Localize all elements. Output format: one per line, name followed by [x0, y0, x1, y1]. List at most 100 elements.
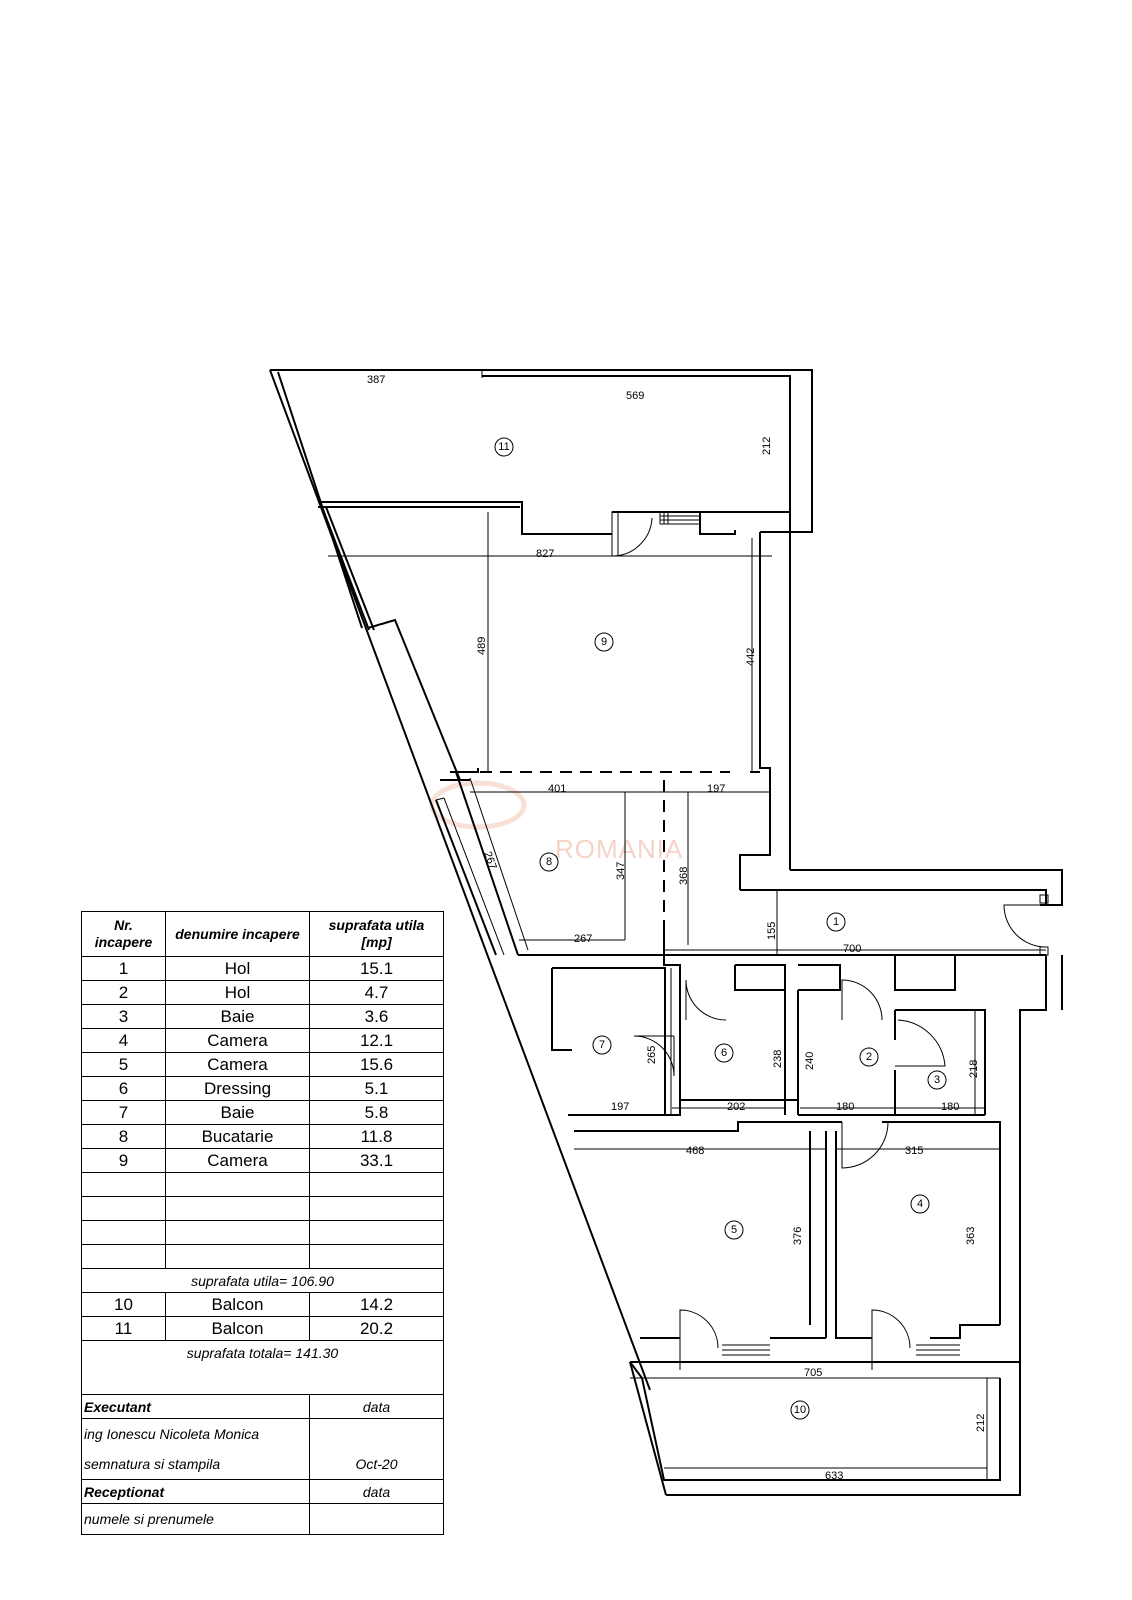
dimension-label: 633: [825, 1470, 843, 1482]
executant-label: Executant: [81, 1394, 310, 1419]
receptionat-row: Receptionat data: [81, 1479, 444, 1504]
table-row-empty: [81, 1244, 444, 1269]
wall: [629, 1361, 667, 1496]
room-area-table: Nr. incapere denumire incapere suprafata…: [81, 911, 444, 1535]
door-post: [1039, 894, 1049, 904]
room-area: 14.2: [309, 1292, 444, 1317]
room-5-4-walls: [574, 1131, 1020, 1496]
room-name: Bucatarie: [165, 1124, 310, 1149]
wall: [574, 1121, 842, 1132]
room-name: Hol: [165, 980, 310, 1005]
wall: [277, 371, 363, 629]
room-nr: 11: [81, 1316, 166, 1341]
wall: [552, 967, 666, 1116]
svg-text:5: 5: [731, 1224, 737, 1236]
wall: [882, 1121, 1001, 1325]
room-area: 15.6: [309, 1052, 444, 1077]
room-area: 15.1: [309, 956, 444, 981]
total-area-row: suprafata totala= 141.30: [81, 1340, 444, 1364]
svg-text:9: 9: [601, 636, 607, 648]
room-area: 5.8: [309, 1100, 444, 1125]
wall: [551, 968, 572, 1051]
wall: [930, 1324, 1000, 1339]
room-marker-6: 6: [714, 1043, 734, 1063]
watermark-logo: [429, 780, 527, 830]
executant-data-label: data: [309, 1394, 444, 1419]
executant-row: Executant data: [81, 1394, 444, 1419]
room-marker-4: 4: [910, 1194, 930, 1214]
dimension-label: 202: [727, 1101, 745, 1113]
receptionat-label: Receptionat: [81, 1479, 310, 1504]
room-name: Balcon: [165, 1292, 310, 1317]
dimension-label: 827: [536, 548, 554, 560]
room-area: 12.1: [309, 1028, 444, 1053]
dimension-label: 240: [804, 1052, 816, 1070]
room-nr: 4: [81, 1028, 166, 1053]
wall: [739, 532, 771, 890]
wall: [629, 1361, 1001, 1481]
dimension-label: 238: [772, 1050, 784, 1068]
table-row-empty: [81, 1172, 444, 1197]
wall: [450, 768, 479, 773]
useful-area-row: suprafata utila= 106.90: [81, 1268, 444, 1293]
dimension-label: 569: [626, 390, 644, 402]
room-name: Camera: [165, 1028, 310, 1053]
room-area: 33.1: [309, 1148, 444, 1173]
room-nr: 3: [81, 1004, 166, 1029]
dimension-label: 212: [761, 437, 773, 455]
wall: [318, 501, 612, 535]
total-area-value: 141.30: [295, 1344, 339, 1361]
door-arc: [841, 1121, 889, 1169]
room-nr: 1: [81, 956, 166, 981]
wall: [482, 375, 791, 512]
room-area: 3.6: [309, 1004, 444, 1029]
dimension-label: 315: [905, 1145, 923, 1157]
room-area: 11.8: [309, 1124, 444, 1149]
wall: [895, 1009, 986, 1115]
door-arc: [841, 979, 883, 1021]
wall: [790, 869, 1063, 906]
header-name: denumire incapere: [165, 911, 310, 957]
wall: [699, 512, 736, 535]
room-markers: 11 9 8 1 7 6 2 3 5 4 10: [494, 437, 947, 1420]
room-area: 20.2: [309, 1316, 444, 1341]
room-marker-5: 5: [724, 1220, 744, 1240]
wall: [835, 1131, 872, 1339]
watermark: ROMANIA: [429, 780, 682, 864]
wall: [798, 964, 841, 991]
wall: [612, 511, 791, 532]
room-marker-11: 11: [494, 437, 514, 457]
useful-area-label: suprafata utila=: [191, 1272, 288, 1289]
dimension-label: 363: [965, 1227, 977, 1245]
table-header-row: Nr. incapere denumire incapere suprafata…: [81, 911, 444, 957]
room-name: Camera: [165, 1148, 310, 1173]
total-area-label: suprafata totala=: [186, 1344, 292, 1361]
room-nr: 7: [81, 1100, 166, 1125]
svg-text:10: 10: [794, 1404, 806, 1416]
dimension-label: 368: [678, 867, 690, 885]
room-name: Camera: [165, 1052, 310, 1077]
door-arc: [1003, 904, 1047, 948]
dimension-label: 180: [836, 1101, 854, 1113]
room-nr: 2: [81, 980, 166, 1005]
dimension-label: 265: [646, 1046, 658, 1064]
room-area: 5.1: [309, 1076, 444, 1101]
names-row: numele si prenumele: [81, 1503, 444, 1535]
room-area: 4.7: [309, 980, 444, 1005]
wall: [455, 771, 519, 956]
door-post: [1039, 946, 1049, 956]
dimension-label: 376: [792, 1227, 804, 1245]
dimension-label: 705: [804, 1367, 822, 1379]
dimension-label: 155: [766, 922, 778, 940]
wall: [734, 964, 786, 991]
receptionat-data-label: data: [309, 1479, 444, 1504]
wall: [321, 506, 370, 631]
